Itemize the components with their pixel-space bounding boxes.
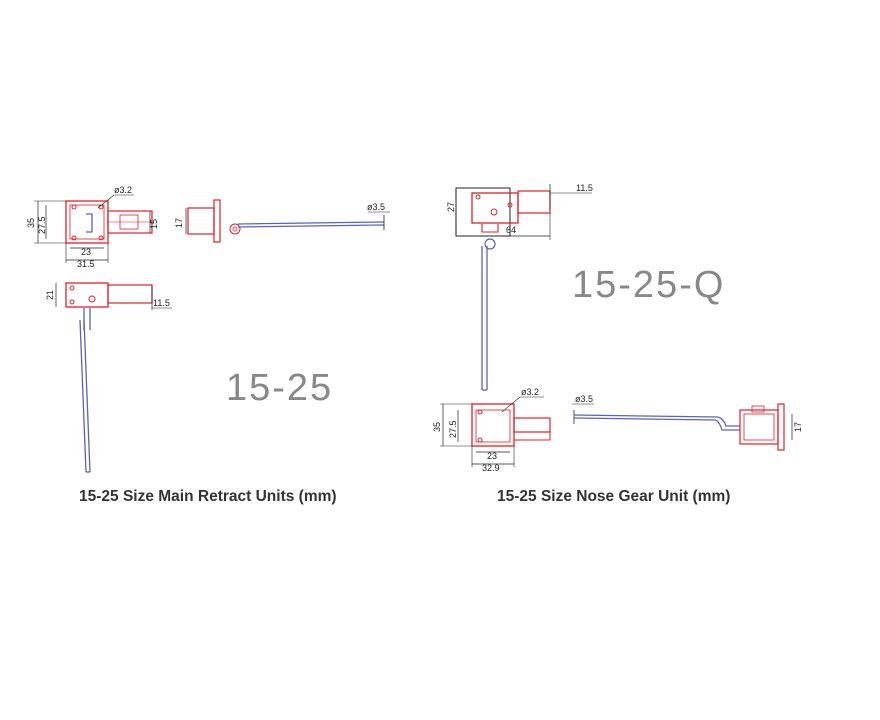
dim-nose-27: 27 [446, 202, 456, 212]
dim-main-23: 23 [81, 247, 91, 257]
dim-main-21: 21 [45, 290, 55, 300]
dim-main-wire: ø3.5 [367, 202, 385, 212]
dim-main-hole: ø3.2 [114, 185, 132, 195]
main-unit-retracted-view: 21 11.5 [45, 282, 172, 473]
main-unit-top-view: 35 27.5 ø3.2 23 31.5 15 [26, 185, 159, 269]
main-unit-side-view: 17 ø3.5 [174, 199, 390, 243]
dim-main-15: 15 [149, 219, 159, 229]
dim-main-35: 35 [26, 218, 36, 228]
dim-nose-front-23: 23 [487, 451, 497, 461]
dim-main-31-5: 31.5 [77, 259, 95, 269]
nose-unit-side-view: ø3.5 17 [572, 394, 803, 451]
dim-nose-side-wire: ø3.5 [575, 394, 593, 404]
model-label-main: 15-25 [226, 367, 333, 409]
dim-nose-front-32-9: 32.9 [482, 463, 500, 473]
dim-nose-side-17: 17 [793, 422, 803, 432]
dim-nose-front-35: 35 [432, 422, 442, 432]
dim-main-side-17: 17 [174, 218, 184, 228]
dim-main-11-5: 11.5 [153, 298, 170, 308]
dim-nose-11-5: 11.5 [576, 183, 593, 193]
dim-nose-64: 64 [506, 225, 516, 235]
dim-nose-front-hole: ø3.2 [521, 387, 539, 397]
model-label-nose: 15-25-Q [572, 264, 725, 306]
dim-nose-front-27-5: 27.5 [448, 420, 458, 438]
dim-main-27-5: 27.5 [37, 216, 47, 234]
caption-nose-gear: 15-25 Size Nose Gear Unit (mm) [497, 488, 731, 505]
nose-unit-top-view: 27 11.5 64 [446, 183, 593, 391]
nose-unit-front-view: 35 27.5 ø3.2 23 32.9 [432, 387, 551, 473]
caption-main-retract: 15-25 Size Main Retract Units (mm) [79, 488, 337, 505]
